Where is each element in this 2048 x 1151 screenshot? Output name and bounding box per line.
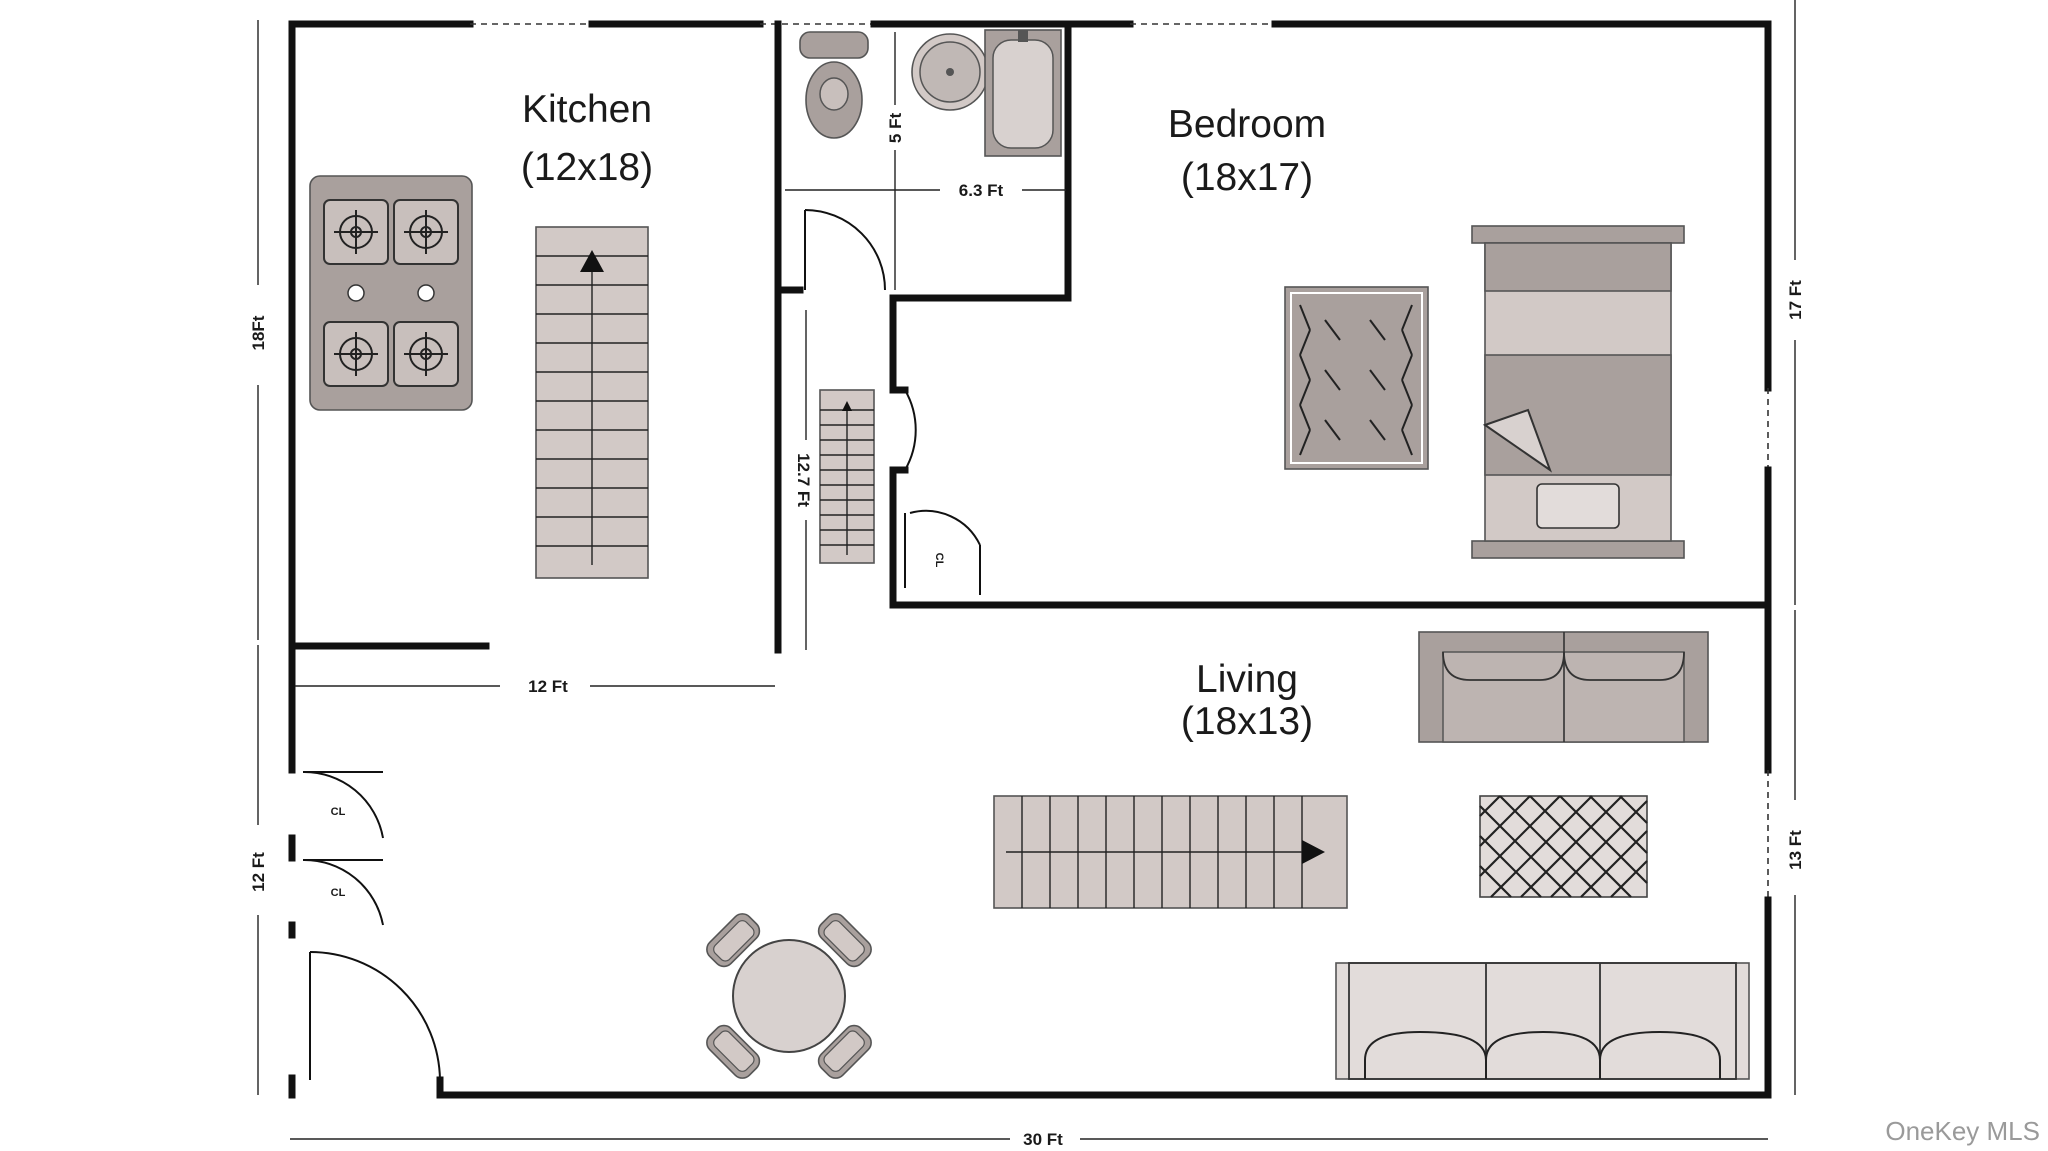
exterior-walls (288, 20, 1772, 1099)
bedroom-name: Bedroom (1168, 103, 1326, 146)
watermark-text: OneKey MLS (1885, 1116, 2040, 1146)
living-stairs-icon (993, 795, 1348, 909)
dim-left-top: 18Ft (249, 315, 268, 350)
sink-icon (911, 33, 989, 111)
dim-left-bottom: 12 Ft (249, 852, 268, 892)
living-name: Living (1196, 658, 1298, 701)
dim-hall-length: 12.7 Ft (794, 453, 813, 507)
doors (302, 209, 981, 1081)
dim-bottom: 30 Ft (1023, 1130, 1063, 1149)
dining-table-icon (706, 913, 872, 1079)
kitchen-stairs-icon (535, 226, 649, 579)
living-rug-icon (1479, 795, 1648, 898)
closet-label-hall: CL (933, 553, 945, 568)
dim-right-bottom: 13 Ft (1786, 830, 1805, 870)
dim-bath-height: 5 Ft (886, 113, 905, 144)
dim-right-top: 17 Ft (1786, 280, 1805, 320)
bed-icon (1471, 225, 1685, 559)
interior-walls (288, 20, 1772, 654)
kitchen-size: (12x18) (521, 146, 653, 189)
bathtub-icon (984, 29, 1062, 157)
living-size: (18x13) (1181, 700, 1313, 743)
sofa-icon (1418, 631, 1709, 743)
couch-icon (1335, 962, 1750, 1080)
hall-stairs-icon (819, 389, 875, 564)
bedroom-size: (18x17) (1181, 156, 1313, 199)
dim-kitchen-width: 12 Ft (528, 677, 568, 696)
bedroom-rug-icon (1284, 286, 1429, 470)
stove-icon (309, 175, 473, 411)
dimension-lines (257, 0, 1796, 1140)
dim-bath-width: 6.3 Ft (959, 181, 1004, 200)
kitchen-name: Kitchen (522, 88, 652, 131)
closet-label-2: CL (331, 887, 346, 899)
closet-label-1: CL (331, 806, 346, 818)
toilet-icon (799, 31, 869, 139)
